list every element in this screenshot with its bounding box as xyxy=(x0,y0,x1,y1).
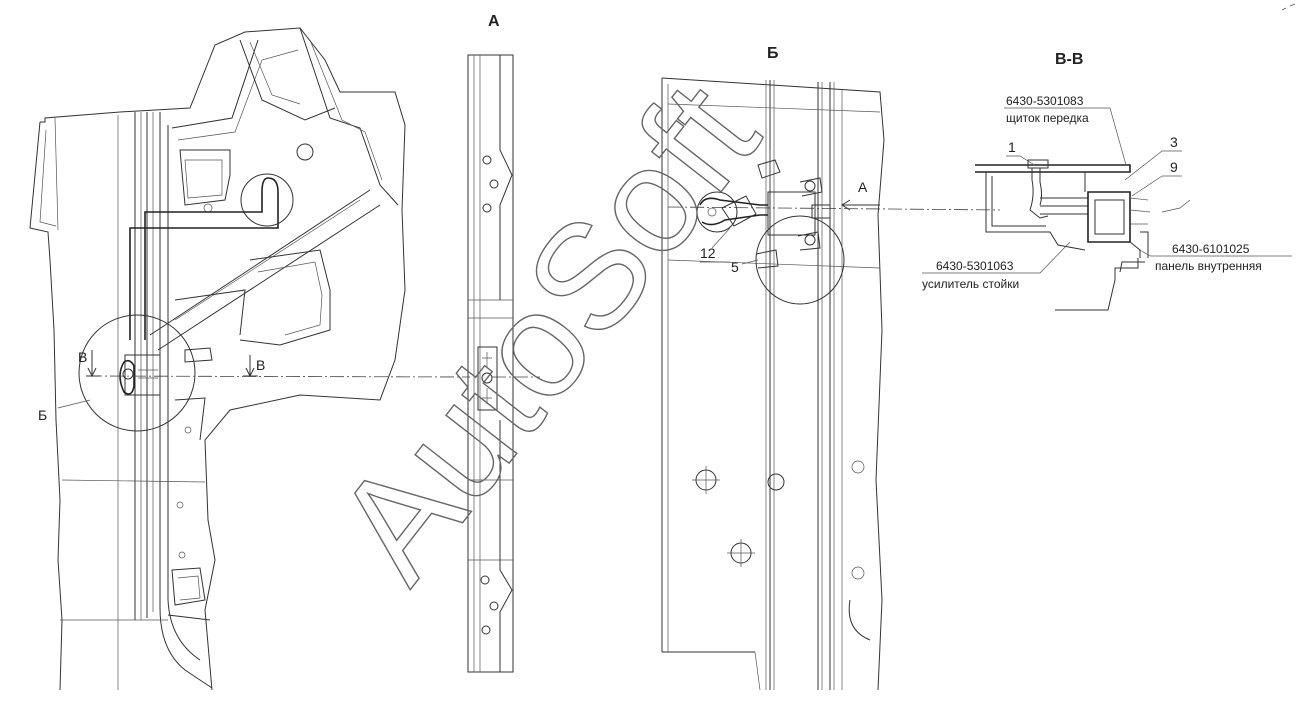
section-arrow-right xyxy=(243,355,258,378)
section-mark-right: В xyxy=(256,357,265,373)
callout-5: 5 xyxy=(731,259,739,275)
view-b-detail xyxy=(661,77,1001,691)
section-vv-detail xyxy=(975,159,1191,311)
part-name-shield: щиток передка xyxy=(1006,111,1089,125)
part-code-panel: 6430-6101025 xyxy=(1172,242,1250,256)
view-a-strip xyxy=(467,54,514,673)
section-arrow-left xyxy=(86,350,100,378)
section-mark-left: В xyxy=(78,349,87,365)
detail-mark-b: Б xyxy=(38,407,47,423)
view-b-arrow-a: А xyxy=(858,179,868,195)
part-code-shield: 6430-5301083 xyxy=(1006,94,1084,108)
part-code-reinforcement: 6430-5301063 xyxy=(936,259,1014,273)
view-vv-title: В-В xyxy=(1055,51,1083,68)
callout-1: 1 xyxy=(1008,139,1016,155)
view-b-title: Б xyxy=(767,45,779,62)
watermark-logo: AutoSoft xyxy=(303,53,790,610)
view-a-title: А xyxy=(488,13,500,30)
part-name-panel: панель внутренняя xyxy=(1155,259,1262,273)
callout-9: 9 xyxy=(1170,159,1178,175)
callout-3: 3 xyxy=(1170,134,1178,150)
section-line-vv xyxy=(87,375,471,378)
callout-12: 12 xyxy=(700,245,716,261)
corner-mark xyxy=(1281,3,1296,11)
part-name-reinforcement: усилитель стойки xyxy=(922,277,1019,291)
main-assembly-view xyxy=(29,27,406,691)
